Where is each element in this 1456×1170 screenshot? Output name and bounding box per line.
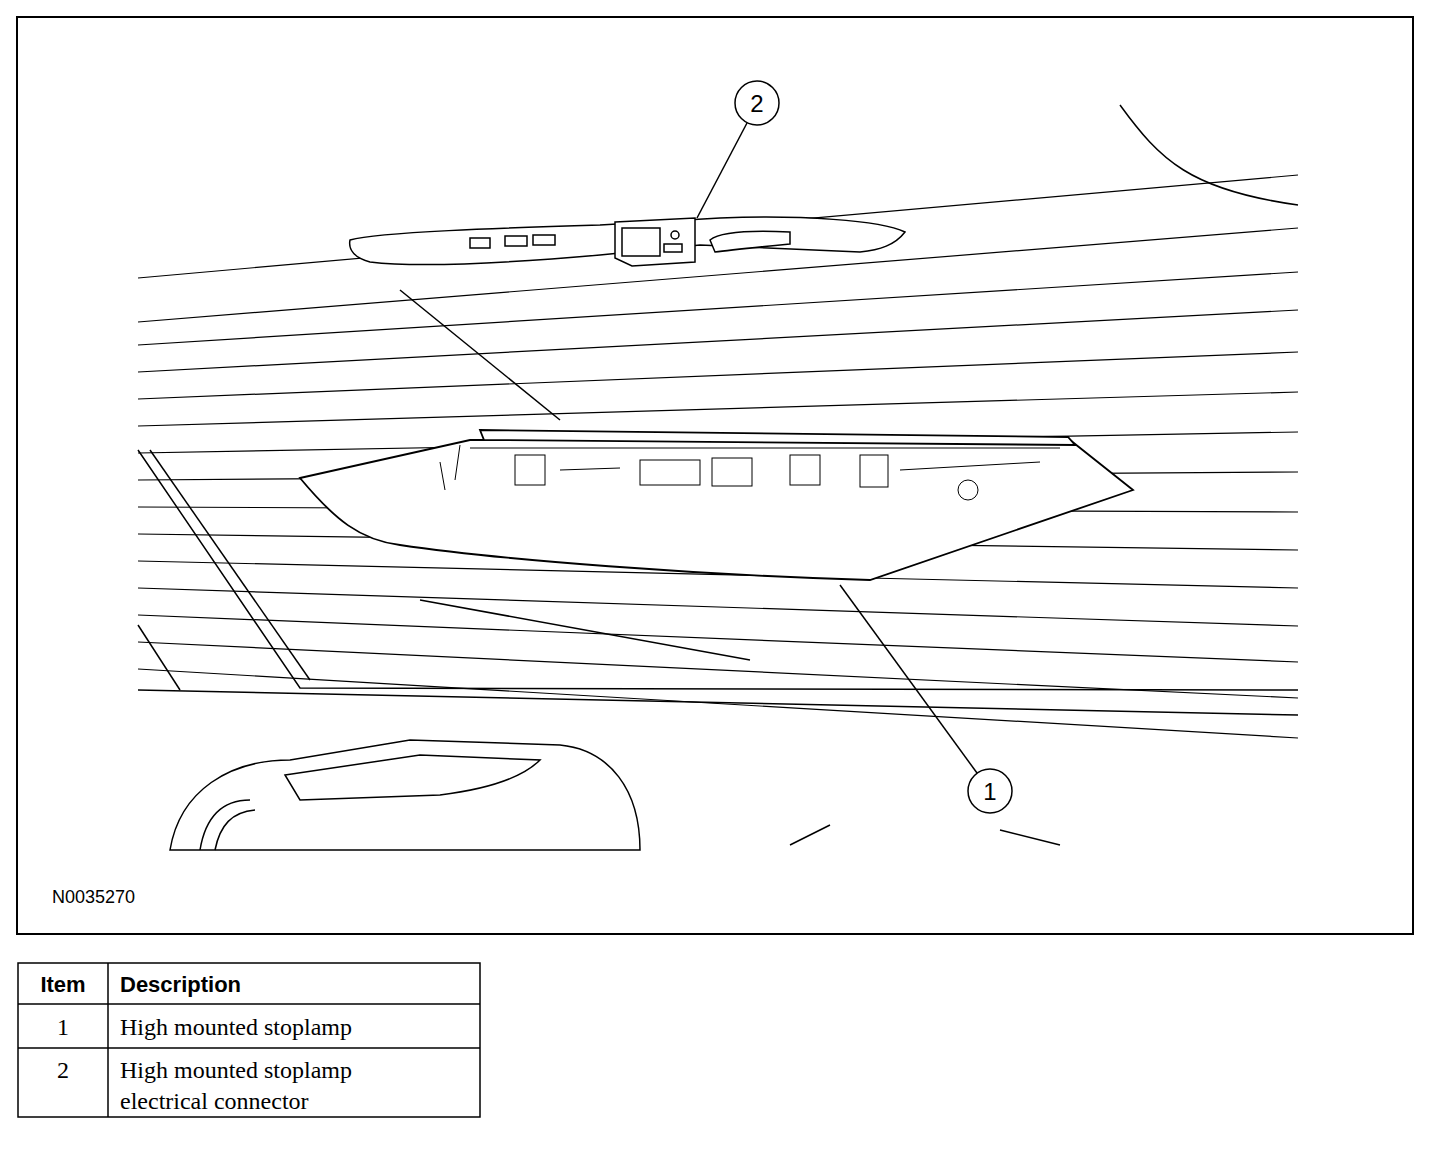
- speaker-top: [285, 755, 540, 800]
- item-description: High mounted stoplamp: [120, 1012, 472, 1043]
- deck-edge: [138, 690, 1298, 715]
- lamp-circuit: [640, 460, 700, 485]
- speaker-grille: [215, 810, 255, 850]
- lamp-bulb-socket: [515, 455, 545, 485]
- lamp-bulb-socket: [860, 455, 888, 487]
- table-rule: [18, 1003, 480, 1005]
- leader-line: [840, 585, 977, 773]
- connector-latch: [664, 244, 682, 252]
- table-rule: [107, 963, 109, 1117]
- table-header: Item: [22, 970, 104, 999]
- legend-table: [18, 963, 480, 1117]
- lamp-bulb-socket: [790, 455, 820, 485]
- wire-clip: [533, 235, 555, 245]
- lamp-bulb: [958, 480, 978, 500]
- stoplamp-housing: [300, 440, 1133, 580]
- connector-face: [622, 228, 660, 256]
- body-outline: [138, 105, 1298, 715]
- table-header: Description: [120, 970, 470, 999]
- callout-number: 2: [739, 88, 775, 119]
- wire-clip: [470, 238, 490, 248]
- lamp-interior: [440, 455, 1040, 500]
- connector-pin: [671, 231, 679, 239]
- figure-frame: [17, 17, 1413, 934]
- stoplamp: [300, 430, 1133, 580]
- lamp-interior: [455, 445, 1060, 480]
- callout-number: 1: [972, 776, 1008, 807]
- lamp-wire: [440, 462, 1040, 490]
- table-rule: [18, 1047, 480, 1049]
- lamp-circuit: [712, 458, 752, 486]
- grid-line: [138, 352, 1298, 399]
- item-number: 1: [22, 1012, 104, 1043]
- wire-clip: [505, 236, 527, 246]
- window-edge: [138, 625, 180, 690]
- table-border: [18, 963, 480, 1117]
- callout-circle: [968, 769, 1012, 813]
- grid-line: [138, 310, 1298, 372]
- grid-line: [138, 392, 1298, 426]
- grid-line: [138, 588, 1298, 626]
- item-number: 2: [22, 1055, 104, 1086]
- stoplamp-lip: [480, 430, 1075, 445]
- grid-line: [420, 600, 750, 660]
- grid-line: [400, 290, 560, 420]
- grid-line: [138, 615, 1298, 662]
- item-description: High mounted stoplamp electrical connect…: [120, 1055, 420, 1117]
- leader-line: [697, 123, 747, 218]
- rear-speaker: [170, 740, 1060, 850]
- grid-line: [138, 669, 1298, 738]
- defroster-grid: [138, 175, 1298, 738]
- trim-line: [790, 825, 1060, 845]
- speaker-cover: [170, 740, 640, 850]
- window-edge: [150, 450, 310, 680]
- grid-line: [138, 175, 1298, 278]
- connector-bracket: [350, 217, 905, 266]
- callout-circle: [735, 81, 779, 125]
- grid-line: [138, 272, 1298, 345]
- figure-id: N0035270: [52, 886, 212, 909]
- wire-clip: [710, 231, 790, 252]
- callouts: [697, 81, 1012, 813]
- roof-edge: [1120, 105, 1298, 205]
- electrical-connector: [615, 218, 695, 266]
